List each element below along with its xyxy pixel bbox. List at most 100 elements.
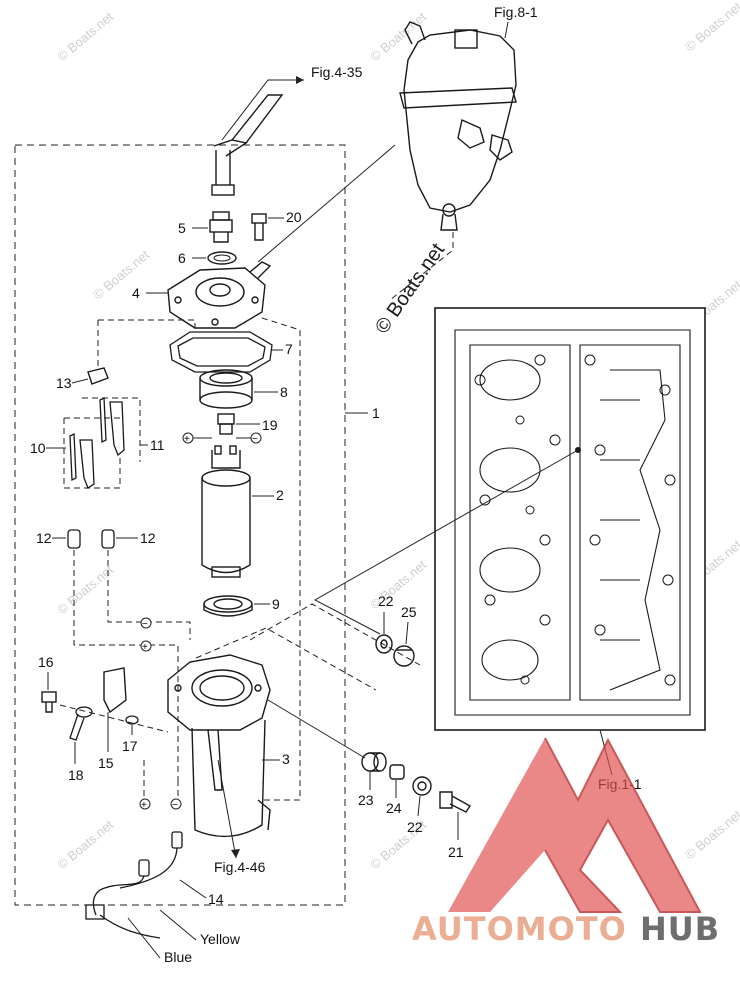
leader bbox=[417, 795, 421, 817]
part-2-fuel-pump bbox=[201, 445, 251, 578]
part-19-seal bbox=[217, 413, 235, 435]
callout-10: 10 bbox=[30, 440, 46, 456]
leader bbox=[159, 909, 197, 941]
dashed-bracket-line bbox=[59, 704, 169, 733]
callout-1: 1 bbox=[372, 405, 380, 421]
part-14-harness bbox=[85, 831, 183, 939]
leader-fig-8-1 bbox=[504, 21, 509, 39]
wire-color-blue: Blue bbox=[164, 949, 192, 965]
plus-sign: + bbox=[184, 434, 190, 445]
part-11-terminal bbox=[99, 396, 125, 457]
dashed-guide-right bbox=[261, 317, 301, 801]
ref-arrow-fig-4-35 bbox=[221, 79, 304, 141]
callout-8: 8 bbox=[280, 384, 288, 400]
watermark: © Boats.net bbox=[367, 9, 429, 65]
leader bbox=[127, 917, 161, 959]
dashed-link-tank-engine bbox=[389, 232, 454, 301]
brand-hub: HUB bbox=[640, 910, 720, 948]
filter-tank-fig-8-1 bbox=[399, 21, 517, 231]
callout-15: 15 bbox=[98, 755, 114, 771]
minus-sign: − bbox=[172, 800, 178, 811]
plus-sign: + bbox=[141, 800, 147, 811]
dashed-box-connectors bbox=[63, 397, 141, 489]
part-20-bolt bbox=[251, 213, 267, 241]
automotohub-logo: AUTOMOTO HUB bbox=[412, 737, 720, 948]
watermark: © Boats.net bbox=[54, 817, 116, 873]
callout-7: 7 bbox=[285, 341, 293, 357]
fuel-hose bbox=[211, 94, 284, 196]
callout-13: 13 bbox=[56, 375, 72, 391]
minus-sign: − bbox=[142, 619, 148, 630]
part-16-screw bbox=[41, 691, 57, 713]
ref-fig-4-46: Fig.4-46 bbox=[214, 859, 266, 875]
callout-12: 12 bbox=[140, 530, 156, 546]
part-22-washer-lower bbox=[412, 776, 432, 796]
leader bbox=[179, 879, 207, 899]
part-18-clip bbox=[69, 706, 93, 741]
part-15-bracket bbox=[103, 667, 127, 714]
part-8-ring-nut bbox=[199, 369, 253, 409]
callout-18: 18 bbox=[68, 767, 84, 783]
leader bbox=[405, 621, 409, 645]
callout-19: 19 bbox=[262, 417, 278, 433]
part-25-cap bbox=[393, 645, 415, 667]
ref-fig-4-35: Fig.4-35 bbox=[311, 64, 363, 80]
arrow-head bbox=[231, 849, 240, 858]
plus-sign: + bbox=[142, 642, 148, 653]
part-7-gasket bbox=[169, 331, 273, 373]
dashed-guide-cover bbox=[97, 319, 196, 370]
assembly-dashed-boundary bbox=[14, 144, 346, 906]
part-6-oring bbox=[207, 251, 237, 265]
dashed-housing-to-engine bbox=[195, 603, 421, 691]
leader-engine-mount bbox=[313, 449, 579, 635]
part-24-collar bbox=[389, 764, 405, 780]
part-5-fitting bbox=[209, 211, 233, 243]
callout-17: 17 bbox=[122, 738, 138, 754]
callout-20: 20 bbox=[286, 209, 302, 225]
engine-block-inset bbox=[434, 307, 706, 731]
part-4-filter-cover bbox=[167, 261, 272, 329]
logo-mark bbox=[448, 738, 700, 912]
arrow-head bbox=[296, 76, 304, 84]
part-9-seal bbox=[203, 595, 253, 617]
part-10-terminal bbox=[69, 432, 95, 489]
part-22-washer-upper bbox=[375, 634, 393, 654]
callout-21: 21 bbox=[448, 844, 464, 860]
callout-14: 14 bbox=[208, 891, 224, 907]
callout-12: 12 bbox=[36, 530, 52, 546]
part-12-boots bbox=[67, 529, 115, 549]
watermark: © Boats.net bbox=[54, 562, 116, 618]
part-6-oring-inner bbox=[213, 254, 231, 262]
callout-3: 3 bbox=[282, 751, 290, 767]
callout-23: 23 bbox=[358, 792, 374, 808]
callout-24: 24 bbox=[386, 800, 402, 816]
brand-automoto: AUTOMOTO bbox=[412, 910, 627, 948]
callout-22: 22 bbox=[407, 819, 423, 835]
callout-6: 6 bbox=[178, 250, 186, 266]
watermark: © Boats.net bbox=[682, 807, 740, 863]
polarity-markers-pump: + − bbox=[182, 432, 262, 445]
ref-fig-8-1: Fig.8-1 bbox=[494, 4, 538, 20]
part-17-washer bbox=[125, 715, 139, 725]
part-13-cap bbox=[87, 367, 109, 385]
polarity-markers-wiring: − + + − bbox=[139, 617, 182, 811]
callout-4: 4 bbox=[132, 285, 140, 301]
part-3-filter-housing bbox=[167, 654, 271, 838]
callout-2: 2 bbox=[276, 487, 284, 503]
callout-16: 16 bbox=[38, 654, 54, 670]
callout-9: 9 bbox=[272, 596, 280, 612]
minus-sign: − bbox=[252, 434, 258, 445]
callout-11: 11 bbox=[150, 437, 165, 453]
part-21-bolt bbox=[439, 791, 472, 813]
leader-housing-to-fittings bbox=[267, 699, 366, 759]
ref-arrow-fig-4-46 bbox=[217, 759, 237, 859]
leader-tank-to-cover bbox=[257, 144, 396, 263]
leader bbox=[71, 378, 89, 384]
watermark: © Boats.net bbox=[682, 0, 740, 54]
part-23-grommet bbox=[361, 752, 387, 772]
watermark: © Boats.net bbox=[90, 247, 152, 303]
callout-5: 5 bbox=[178, 220, 186, 236]
callout-25: 25 bbox=[401, 604, 417, 620]
watermark: © Boats.net bbox=[54, 9, 116, 65]
